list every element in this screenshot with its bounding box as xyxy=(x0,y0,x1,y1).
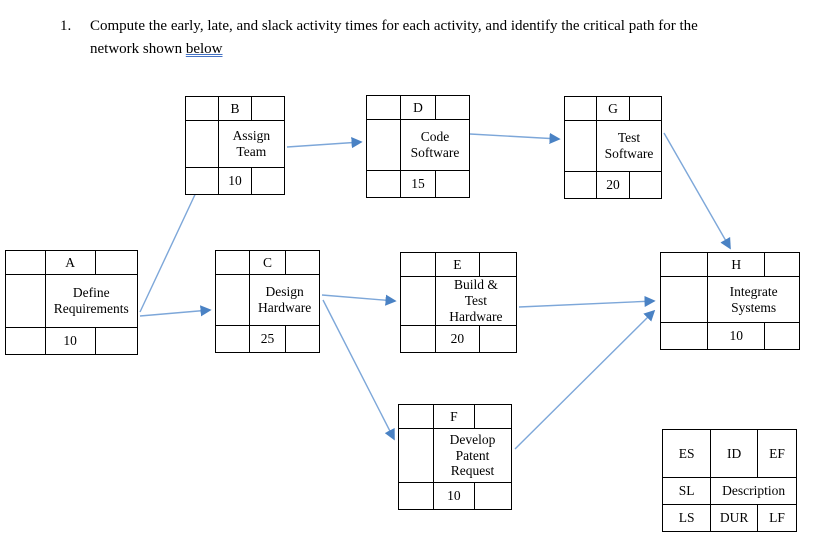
lf-cell xyxy=(94,327,139,355)
activity-description-cell: Develop Patent Request xyxy=(433,428,512,483)
ls-cell xyxy=(659,322,709,350)
lf-cell xyxy=(478,325,518,353)
activity-id-cell: G xyxy=(596,96,630,121)
question-text: Compute the early, late, and slack activ… xyxy=(90,15,790,60)
activity-node-C: C Design Hardware 25 xyxy=(214,250,321,353)
activity-duration-cell: 10 xyxy=(217,167,253,195)
activity-node-A: A Define Requirements 10 xyxy=(5,250,139,355)
activity-description-cell: Code Software xyxy=(399,119,471,171)
activity-duration-cell: 20 xyxy=(434,325,480,353)
es-cell xyxy=(5,250,46,275)
legend-dur-cell: DUR xyxy=(710,504,759,532)
ef-cell xyxy=(473,404,513,429)
lf-cell xyxy=(764,322,800,350)
sl-cell xyxy=(564,120,597,172)
sl-cell xyxy=(366,119,401,171)
legend-ef-cell: EF xyxy=(757,429,797,478)
activity-id-cell: F xyxy=(433,404,475,429)
ef-cell xyxy=(284,250,321,275)
activity-node-D: D Code Software 15 xyxy=(366,95,471,198)
sl-cell xyxy=(5,274,46,328)
activity-description-cell: Design Hardware xyxy=(249,274,320,326)
activity-id-cell: B xyxy=(217,96,253,121)
activity-node-E: E Build & Test Hardware 20 xyxy=(400,252,518,353)
activity-description-cell: Test Software xyxy=(596,120,662,172)
es-cell xyxy=(185,96,219,121)
ef-cell xyxy=(478,252,518,277)
edge-C-E xyxy=(321,294,397,306)
edge-F-H xyxy=(514,309,656,450)
es-cell xyxy=(366,95,401,120)
edge-D-G xyxy=(469,132,561,145)
ls-cell xyxy=(564,171,597,199)
ef-cell xyxy=(764,252,800,277)
legend-description-cell: Description xyxy=(710,477,797,505)
question-number: 1. xyxy=(60,18,72,34)
activity-description-cell: Build & Test Hardware xyxy=(434,276,518,326)
edge-G-H xyxy=(663,132,731,250)
activity-id-cell: D xyxy=(399,95,437,120)
sl-cell xyxy=(659,276,709,323)
lf-cell xyxy=(473,482,513,510)
legend-sl-cell: SL xyxy=(661,477,712,505)
ef-cell xyxy=(628,96,663,121)
ls-cell xyxy=(400,325,436,353)
legend-ls-cell: LS xyxy=(661,504,712,532)
legend-es-cell: ES xyxy=(661,429,712,478)
es-cell xyxy=(214,250,251,275)
ls-cell xyxy=(214,325,251,353)
es-cell xyxy=(397,404,435,429)
activity-id-cell: H xyxy=(707,252,766,277)
lf-cell xyxy=(284,325,321,353)
question-line2: network shown xyxy=(90,40,186,57)
activity-description-cell: Define Requirements xyxy=(44,274,139,328)
activity-duration-cell: 10 xyxy=(44,327,96,355)
edge-B-D xyxy=(286,137,363,149)
edge-C-F xyxy=(322,299,395,441)
lf-cell xyxy=(251,167,285,195)
activity-id-cell: E xyxy=(434,252,480,277)
activity-id-cell: A xyxy=(44,250,96,275)
edge-E-H xyxy=(518,295,656,308)
ef-cell xyxy=(94,250,139,275)
activity-description-cell: Integrate Systems xyxy=(707,276,800,323)
activity-duration-cell: 15 xyxy=(399,170,437,198)
legend-table: ES ID EF SL Description LS DUR LF xyxy=(661,429,797,532)
ls-cell xyxy=(5,327,46,355)
sl-cell xyxy=(185,120,219,168)
activity-duration-cell: 20 xyxy=(596,171,630,199)
ls-cell xyxy=(397,482,435,510)
edge-A-C xyxy=(139,305,212,317)
es-cell xyxy=(659,252,709,277)
legend-id-cell: ID xyxy=(710,429,759,478)
activity-node-B: B Assign Team 10 xyxy=(185,96,286,195)
sl-cell xyxy=(400,276,436,326)
activity-id-cell: C xyxy=(249,250,286,275)
activity-node-H: H Integrate Systems 10 xyxy=(659,252,800,350)
underlined-word-below: below xyxy=(185,40,223,57)
sl-cell xyxy=(214,274,251,326)
sl-cell xyxy=(397,428,435,483)
es-cell xyxy=(400,252,436,277)
ls-cell xyxy=(185,167,219,195)
legend-lf-cell: LF xyxy=(757,504,797,532)
ef-cell xyxy=(251,96,285,121)
activity-duration-cell: 10 xyxy=(707,322,766,350)
activity-node-G: G Test Software 20 xyxy=(564,96,663,199)
activity-node-F: F Develop Patent Request 10 xyxy=(397,404,513,510)
es-cell xyxy=(564,96,597,121)
activity-duration-cell: 25 xyxy=(249,325,286,353)
lf-cell xyxy=(628,171,663,199)
activity-description-cell: Assign Team xyxy=(217,120,286,168)
question-line1: Compute the early, late, and slack activ… xyxy=(90,18,698,34)
ef-cell xyxy=(435,95,470,120)
ls-cell xyxy=(366,170,401,198)
activity-duration-cell: 10 xyxy=(433,482,475,510)
lf-cell xyxy=(435,170,470,198)
